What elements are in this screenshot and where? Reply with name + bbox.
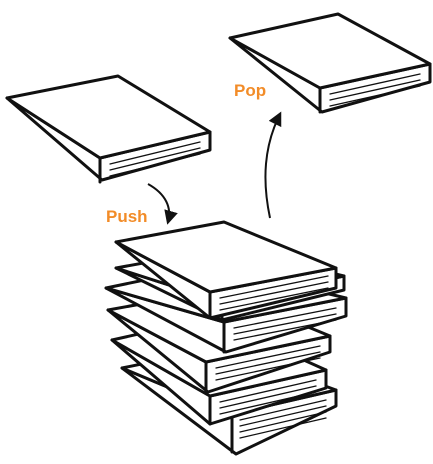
arrow-up-icon [264,111,282,219]
arrow-down-icon [147,183,178,225]
book-icon [228,12,432,114]
push-label: Push [106,207,148,226]
pop-label: Pop [234,81,266,100]
book-stack-icon [104,220,348,456]
stack-book-1 [114,220,338,320]
book-icon [5,74,212,184]
